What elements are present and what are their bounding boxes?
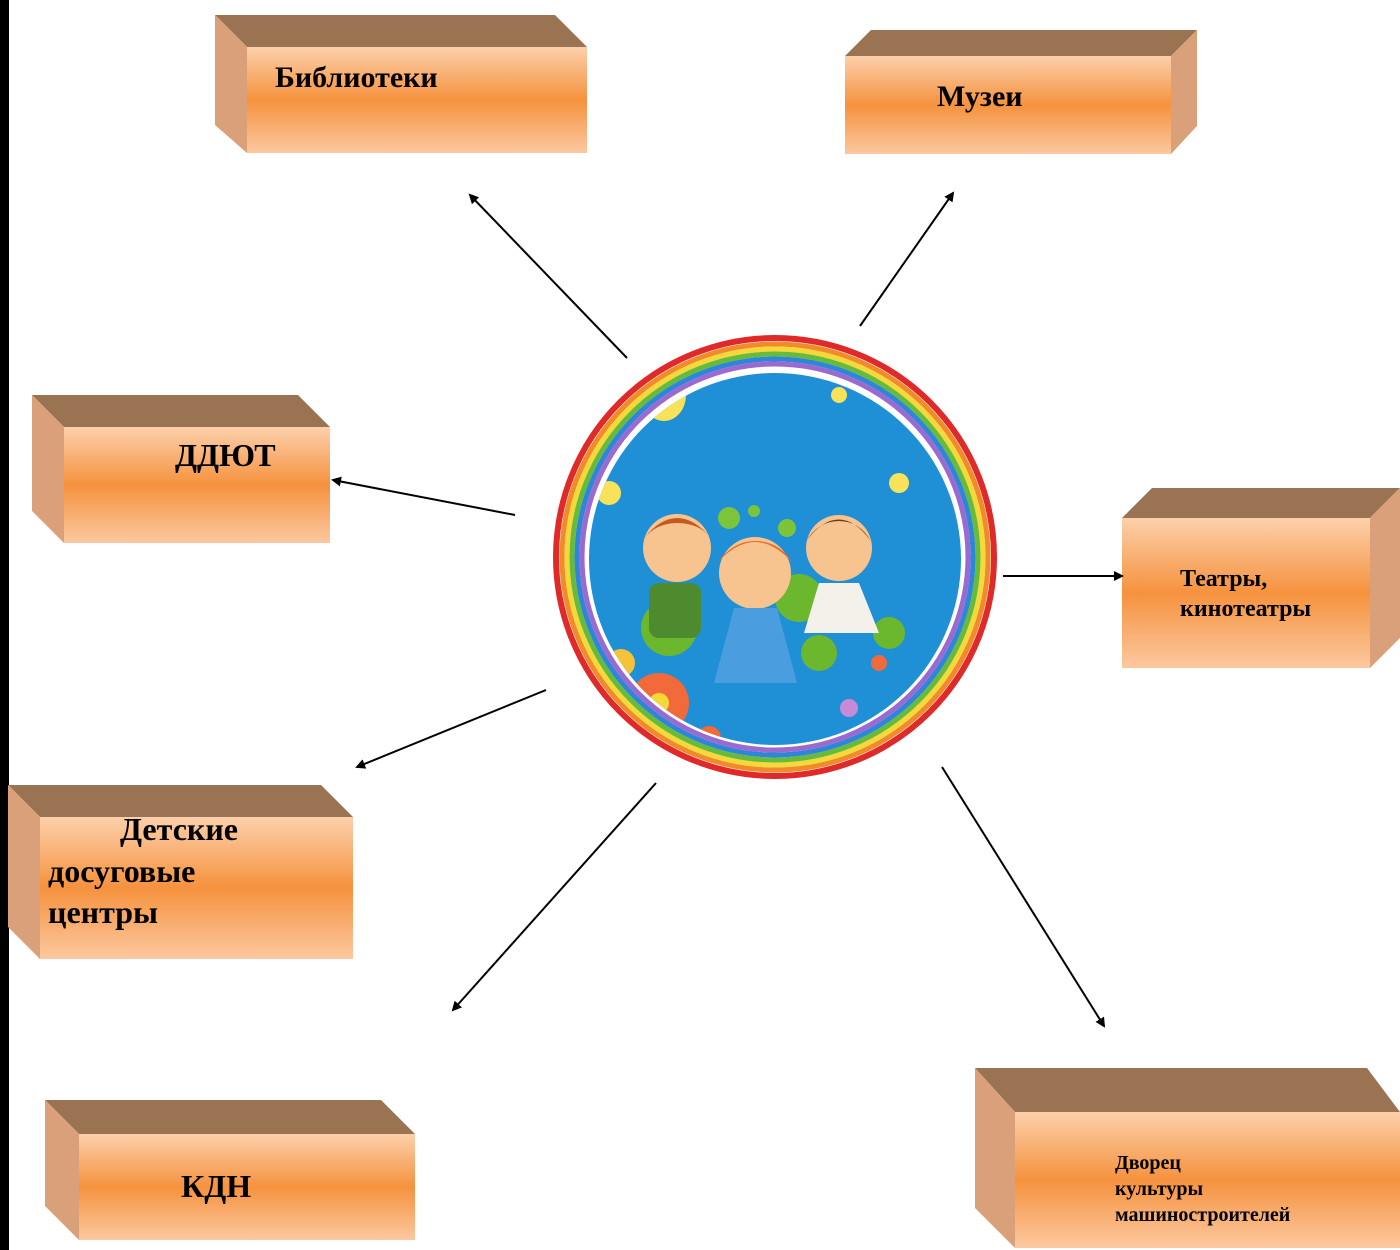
- left-border: [0, 0, 9, 1250]
- leisure-label-line2: досуговые: [48, 852, 196, 889]
- theaters-label: Театры, кинотеатры: [1180, 564, 1311, 624]
- theaters-label-line1: Театры,: [1180, 566, 1268, 592]
- kdn-label: КДН: [181, 1168, 252, 1204]
- arrow-to-museums: [859, 191, 955, 327]
- leisure-label-line1: Детские: [120, 811, 238, 847]
- arrow-to-leisure-centers: [355, 689, 547, 769]
- center-illustration: [551, 335, 999, 783]
- theaters-label-line2: кинотеатры: [1180, 596, 1312, 622]
- leisure-centers-label: Детские досуговые центры: [48, 809, 238, 934]
- arrow-to-libraries: [468, 193, 628, 359]
- leisure-label-line3: центры: [48, 894, 158, 931]
- arrow-to-ddyut: [331, 476, 516, 516]
- palace-label-line1: Дворец: [1115, 1152, 1181, 1174]
- arrow-to-palace: [941, 766, 1106, 1028]
- libraries-label: Библиотеки: [275, 61, 438, 94]
- museums-label: Музеи: [937, 80, 1023, 113]
- palace-label-line2: культуры: [1115, 1178, 1204, 1200]
- arrow-to-kdn: [451, 782, 657, 1012]
- palace-label-line3: машиностроителей: [1115, 1204, 1291, 1226]
- palace-label: Дворец культуры машиностроителей: [1115, 1150, 1290, 1228]
- ddyut-label: ДДЮТ: [175, 437, 276, 473]
